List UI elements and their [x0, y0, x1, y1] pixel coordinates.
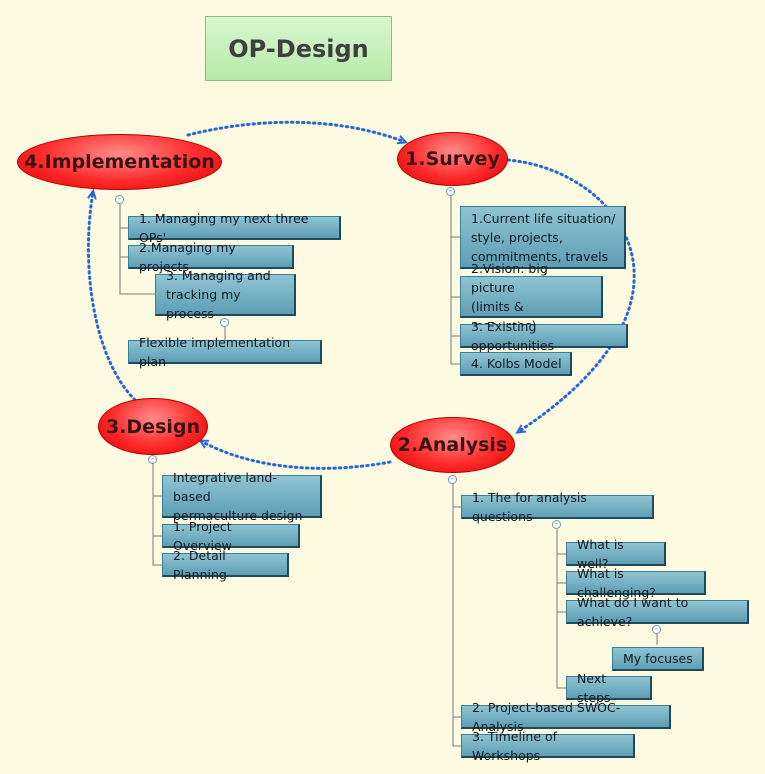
analysis-next-steps[interactable]: Next steps: [566, 671, 652, 705]
survey-item-4[interactable]: 4. Kolbs Model: [460, 352, 572, 376]
survey-item-2[interactable]: 2.Vision: big picture (limits & resource…: [460, 261, 603, 333]
design-item-1[interactable]: Integrative land-based permaculture desi…: [162, 470, 322, 523]
topic-design[interactable]: 3.Design: [98, 398, 208, 455]
arrow-implementation-to-survey: [186, 120, 405, 142]
analysis-item-3[interactable]: 3. Timeline of Workshops: [461, 729, 635, 763]
survey-item-3[interactable]: 3. Existing opportunities: [460, 319, 628, 353]
arrow-survey-to-analysis: [506, 158, 636, 432]
topic-implementation[interactable]: 4.Implementation: [17, 134, 222, 190]
implementation-item-1[interactable]: 1. Managing my next three OPs': [128, 211, 341, 245]
analysis-item-2[interactable]: 2. Project-based SWOC-Analysis: [461, 700, 671, 734]
analysis-question-1[interactable]: What is well?: [566, 537, 666, 571]
design-item-2[interactable]: 1. Project Overview: [162, 519, 300, 553]
map-title: OP-Design: [205, 16, 392, 81]
collapse-toggle-survey[interactable]: -: [446, 187, 455, 196]
topic-analysis[interactable]: 2.Analysis: [390, 417, 515, 473]
collapse-toggle-achieve[interactable]: -: [652, 625, 661, 634]
collapse-toggle-analysis[interactable]: -: [448, 475, 457, 484]
collapse-toggle-design[interactable]: -: [148, 455, 157, 464]
collapse-toggle-implementation[interactable]: -: [115, 195, 124, 204]
collapse-toggle-analysis-questions[interactable]: -: [552, 520, 561, 529]
analysis-question-3[interactable]: What do I want to achieve?: [566, 595, 749, 629]
topic-survey[interactable]: 1.Survey: [397, 132, 508, 186]
design-item-3[interactable]: 2. Detail Planning: [162, 548, 289, 582]
analysis-item-1[interactable]: 1. The for analysis questions: [461, 490, 654, 524]
analysis-question-2[interactable]: What is challenging?: [566, 566, 706, 600]
collapse-toggle-implementation-item-3[interactable]: -: [220, 318, 229, 327]
implementation-item-3[interactable]: 3. Managing and tracking my process: [155, 268, 296, 321]
implementation-item-2[interactable]: 2.Managing my projects: [128, 240, 294, 274]
implementation-item-4[interactable]: Flexible implementation plan: [128, 335, 322, 369]
survey-item-1[interactable]: 1.Current life situation/ style, project…: [460, 206, 626, 269]
analysis-focuses[interactable]: My focuses: [612, 647, 704, 671]
arrow-design-to-implementation: [86, 192, 137, 402]
arrow-analysis-to-design: [201, 441, 392, 470]
